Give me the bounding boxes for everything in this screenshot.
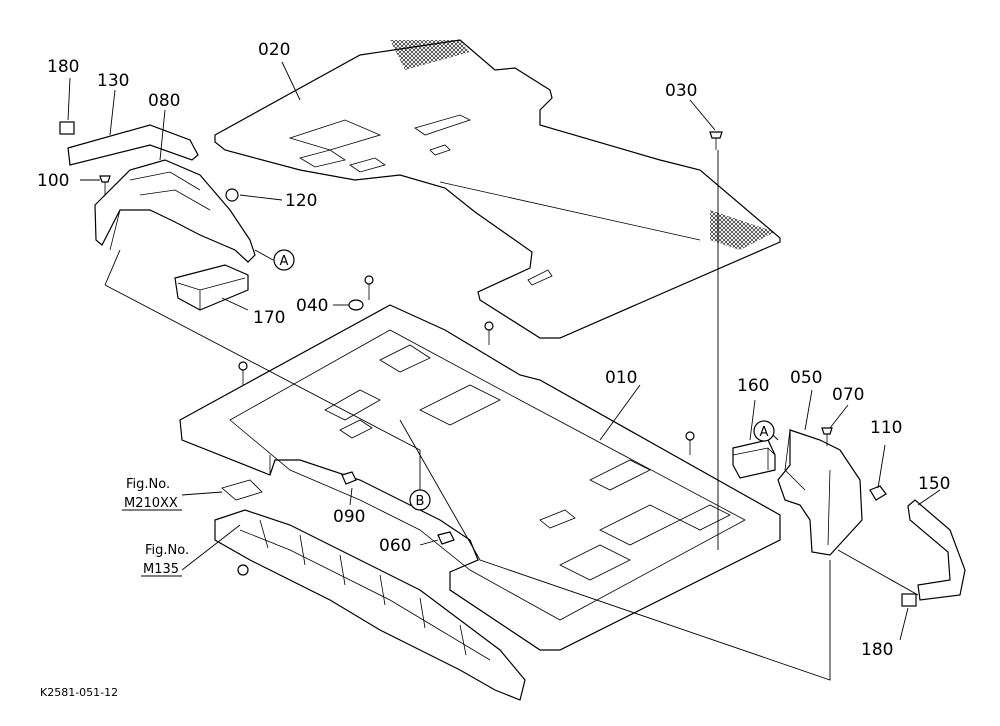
label-090: 090 [333,507,365,527]
screw-070 [821,427,833,446]
left-bracket-080 [94,159,256,263]
floor-mat-020 [214,39,781,339]
strip-150 [907,499,966,601]
frame-m135 [214,509,526,701]
svg-text:B: B [416,494,425,509]
label-180-bottom: 180 [861,640,893,660]
fig-ref-2-code: M135 [143,562,179,577]
pad-160 [732,439,776,479]
label-030: 030 [665,81,697,101]
label-180-top: 180 [47,57,79,77]
marker-a-right: A [753,420,775,442]
block-180-bottom [901,593,917,607]
svg-text:A: A [760,425,769,440]
marker-a-left: A [273,249,295,271]
fig-ref-2-title: Fig.No. [145,543,189,558]
bolt-030 [709,131,723,150]
label-100: 100 [37,171,69,191]
label-020: 020 [258,40,290,60]
fig-ref-1-title: Fig.No. [126,477,170,492]
right-bracket-050 [777,429,863,556]
label-040: 040 [296,296,328,316]
label-060: 060 [379,536,411,556]
diagram-code: K2581-051-12 [40,686,118,699]
label-170: 170 [253,308,285,328]
clip-110 [869,485,887,501]
strip-130 [67,124,199,166]
leader-lines [67,61,941,681]
pad-170 [174,264,249,311]
label-150: 150 [918,474,950,494]
screw-100 [99,175,111,195]
label-130: 130 [97,71,129,91]
clip-060 [437,531,455,545]
label-050: 050 [790,368,822,388]
block-180-top [59,121,75,135]
label-080: 080 [148,91,180,111]
fig-ref-1-code: M210XX [124,496,178,511]
floor-plate-010 [179,304,781,651]
label-110: 110 [870,418,902,438]
nut-120 [225,188,239,202]
label-160: 160 [737,376,769,396]
grommet-040 [348,299,364,311]
label-120: 120 [285,191,317,211]
marker-b: B [409,489,431,511]
part-m210xx [221,479,263,501]
clip-090 [341,471,357,485]
floor-bolts [238,275,695,455]
nut-lower [237,564,249,576]
svg-text:A: A [280,254,289,269]
label-070: 070 [832,385,864,405]
label-010: 010 [605,368,637,388]
